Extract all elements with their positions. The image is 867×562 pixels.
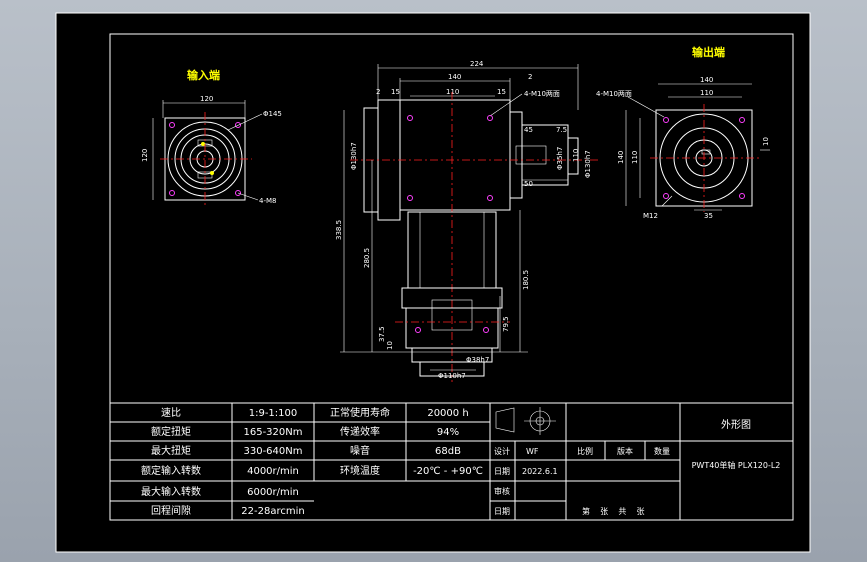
spec-label-life: 正常使用寿命 [330, 406, 390, 419]
dim-keyway-length: 45 [524, 126, 533, 134]
output-width-dim: 140 [700, 76, 713, 84]
spec-label-backlash: 回程间隙 [151, 504, 191, 517]
dim-total-length: 224 [470, 60, 484, 68]
dim-height-10: 10 [386, 341, 394, 350]
dim-shaft-diameter: Φ35h7 [556, 147, 564, 170]
spec-label-rated-speed: 额定输入转数 [141, 464, 201, 477]
dim-inner-length: 110 [446, 88, 459, 96]
design-value: WF [526, 447, 539, 456]
sheet-count-label: 第 张 共 张 [582, 506, 645, 516]
drawing-name: 外形图 [721, 419, 751, 431]
scale-label: 比例 [577, 446, 593, 456]
output-end-title: 输出端 [692, 45, 725, 59]
spec-value-max-speed: 6000r/min [247, 487, 299, 498]
dim-right-flange: 15 [497, 88, 506, 96]
spec-value-rated-speed: 4000r/min [247, 466, 299, 477]
front-section-view: 224 140 110 2 15 15 2 4-M10两面 45 7.5 50 … [335, 60, 600, 382]
spec-label-max-speed: 最大输入转数 [141, 485, 201, 498]
spec-label-temperature: 环境温度 [340, 464, 380, 477]
spec-label-max-torque: 最大扭矩 [151, 444, 191, 457]
spec-label-ratio: 速比 [161, 407, 181, 419]
dim-left-diameter: Φ130h7 [350, 142, 358, 170]
dim-bottom-small-diameter: Φ38h7 [466, 356, 489, 364]
version-label: 版本 [617, 446, 633, 456]
date-value: 2022.6.1 [522, 467, 558, 476]
output-m12-dim: M12 [643, 212, 658, 220]
dim-keyway-offset: 7.5 [556, 126, 567, 134]
dim-bottom-big-diameter: Φ110h7 [438, 372, 466, 380]
output-inner-height-dim: 110 [631, 151, 639, 164]
output-height-dim: 140 [617, 151, 625, 164]
part-code: PWT40单轴 PLX120-L2 [692, 460, 781, 470]
output-35-dim: 35 [704, 212, 713, 220]
input-end-title: 输入端 [187, 68, 220, 82]
quantity-label: 数量 [654, 446, 670, 456]
design-label: 设计 [494, 446, 510, 456]
input-holes-dim: 4-M8 [259, 197, 276, 205]
dim-height-37: 37.5 [378, 326, 386, 342]
dim-left-flange: 15 [391, 88, 400, 96]
spec-value-temperature: -20℃ - +90℃ [413, 466, 483, 477]
dim-overall-height: 338.5 [335, 220, 343, 240]
output-end-view: 输出端 140 110 4-M10两面 140 110 10 35 M12 [596, 45, 770, 220]
dim-shaft-length: 50 [524, 180, 533, 188]
spec-value-noise: 68dB [435, 446, 461, 457]
dim-right-diameter: Φ130h7 [584, 150, 592, 178]
spec-label-noise: 噪音 [350, 444, 370, 457]
spec-label-rated-torque: 额定扭矩 [151, 425, 191, 438]
spec-table: 速比 1:9-1:100 正常使用寿命 20000 h 额定扭矩 165-320… [109, 402, 491, 521]
input-width-dim: 120 [200, 95, 213, 103]
output-10-dim: 10 [762, 137, 770, 146]
dim-height-280: 280.5 [363, 248, 371, 268]
spec-label-efficiency: 传递效率 [340, 425, 380, 438]
title-block: 外形图 PWT40单轴 PLX120-L2 设计 WF 比例 版本 数量 日期 … [489, 402, 794, 521]
spec-value-rated-torque: 165-320Nm [243, 427, 302, 438]
spec-value-efficiency: 94% [437, 427, 459, 438]
output-inner-width-dim: 110 [700, 89, 713, 97]
input-end-view: 输入端 120 120 Φ145 4-M8 [141, 68, 282, 206]
dim-height-180: 180.5 [522, 270, 530, 290]
date-label: 日期 [494, 467, 510, 476]
dim-right-110: 110 [572, 149, 580, 162]
front-thread-note: 4-M10两面 [524, 90, 560, 98]
dim-height-79: 79.5 [502, 316, 510, 332]
output-holes-dim: 4-M10两面 [596, 90, 632, 98]
spec-value-life: 20000 h [427, 408, 468, 419]
spec-value-max-torque: 330-640Nm [243, 446, 302, 457]
review-label: 审核 [494, 486, 510, 496]
projection-symbol-cone [495, 407, 515, 433]
input-height-dim: 120 [141, 149, 149, 162]
spec-value-ratio: 1:9-1:100 [249, 408, 298, 419]
review-date-label: 日期 [494, 507, 510, 516]
dim-body-length: 140 [448, 73, 461, 81]
input-diameter-dim: Φ145 [263, 110, 282, 118]
spec-value-backlash: 22-28arcmin [241, 506, 304, 517]
dim-right-offset: 2 [528, 73, 532, 81]
